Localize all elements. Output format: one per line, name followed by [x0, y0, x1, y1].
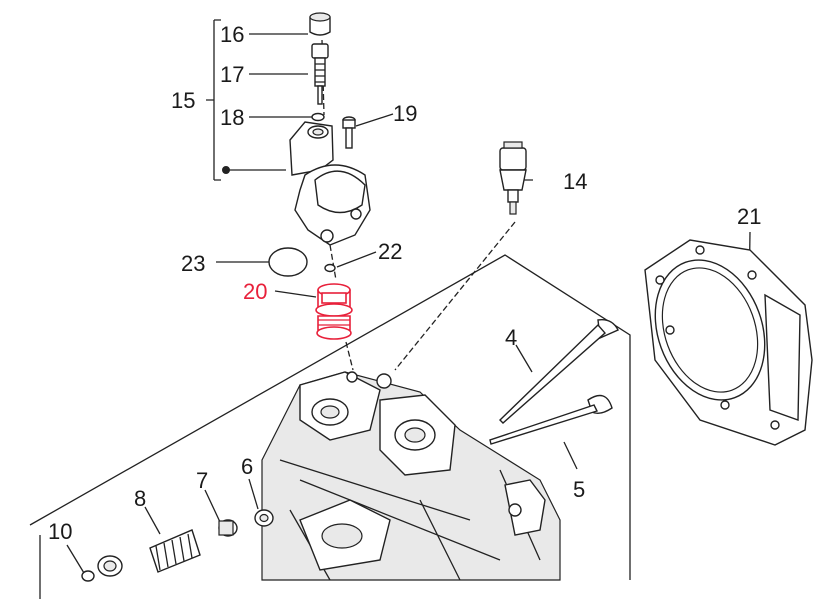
- part-7-valve-cotter: [218, 519, 238, 537]
- part-10-spring-seat: [81, 555, 123, 582]
- part-19-screw: [342, 116, 356, 149]
- callout-10: 10: [48, 519, 72, 544]
- callout-8: 8: [134, 486, 146, 511]
- callout-16: 16: [220, 22, 244, 47]
- part-5-valve: [489, 394, 613, 445]
- callout-19: 19: [393, 101, 417, 126]
- part-15-thermostat-housing: [289, 121, 371, 246]
- callout-17: 17: [220, 62, 244, 87]
- callout-6: 6: [241, 454, 253, 479]
- group-15-bracket: [206, 19, 230, 181]
- cylinder-head: [261, 371, 561, 581]
- callout-5: 5: [573, 477, 585, 502]
- part-17-bleed-screw: [311, 43, 329, 105]
- part-22-washer: [324, 263, 336, 273]
- part-16-cap: [309, 12, 331, 36]
- callout-labels: 16 17 15 18 19 14 21 23 22 20 4 5 6 7 8 …: [48, 22, 761, 544]
- callout-7: 7: [196, 468, 208, 493]
- part-6-seal: [254, 509, 274, 527]
- part-20-thermostat: [315, 283, 353, 340]
- part-8-valve-spring: [149, 529, 201, 573]
- callout-21: 21: [737, 204, 761, 229]
- part-23-gasket-ring: [268, 247, 308, 277]
- part-18-o-ring: [311, 112, 325, 122]
- callout-20: 20: [243, 279, 267, 304]
- callout-22: 22: [378, 239, 402, 264]
- callout-4: 4: [505, 325, 517, 350]
- part-4-valve: [499, 319, 619, 424]
- part-21-head-gasket: [644, 239, 813, 446]
- part-14-temperature-sensor: [499, 141, 527, 215]
- callout-15: 15: [171, 88, 195, 113]
- callout-14: 14: [563, 169, 587, 194]
- callout-23: 23: [181, 251, 205, 276]
- callout-18: 18: [220, 105, 244, 130]
- cylinder-head-box: [29, 254, 631, 599]
